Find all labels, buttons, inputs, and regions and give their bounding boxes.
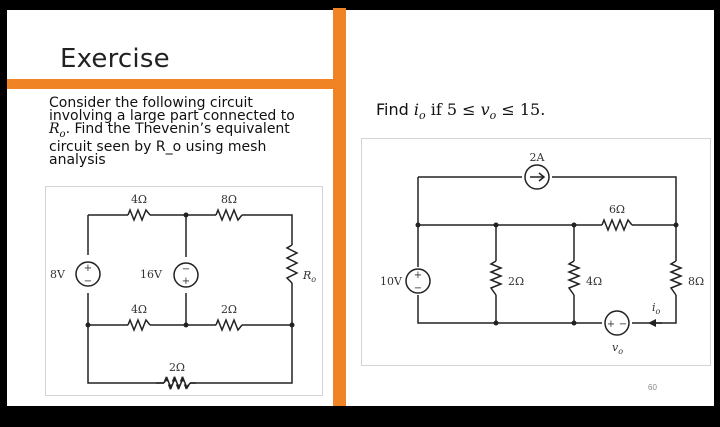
slide-divider-bar: [333, 8, 346, 406]
label-10v: 10V: [380, 275, 403, 288]
node-dot: [289, 322, 295, 328]
label-r-mid-right: 2Ω: [221, 303, 237, 316]
node-dot: [571, 222, 577, 228]
exercise-line-2: involving a large part connected to: [49, 108, 295, 124]
label-r-bottom: 2Ω: [169, 361, 185, 374]
r-symbol: R: [49, 121, 60, 137]
io-subscript: o: [419, 109, 426, 123]
node-dot: [415, 222, 421, 228]
vo-symbol: v: [480, 100, 490, 119]
label-2a: 2A: [530, 151, 546, 164]
exercise-line-4: circuit seen by R_o using mesh: [49, 138, 267, 155]
node-dot: [183, 212, 189, 218]
label-r-a: 2Ω: [508, 275, 524, 288]
task-suffix: ≤ 15.: [496, 100, 546, 119]
source-plus-sign: +: [607, 319, 615, 330]
left-circuit-diagram: + − − + 8V 16V 4Ω 8Ω 4Ω 2Ω 2Ω Ro: [50, 193, 316, 391]
title-divider-bar: [7, 79, 335, 89]
exercise-line-5: analysis: [49, 151, 106, 168]
task-prefix: Find: [376, 100, 414, 119]
label-r-b: 4Ω: [586, 275, 602, 288]
node-dot: [571, 320, 577, 326]
right-slide: Find io if 5 ≤ vo ≤ 15.: [346, 10, 714, 406]
label-r-top-right: 8Ω: [221, 193, 237, 206]
source-plus-sign: +: [84, 263, 92, 274]
page-number: 60: [648, 383, 657, 392]
node-dot: [673, 222, 679, 228]
current-arrow-icon: [648, 319, 656, 327]
exercise-line-3: Ro. Find the Thevenin’s equivalent: [49, 121, 319, 141]
node-dot: [85, 322, 91, 328]
source-plus-sign: +: [414, 270, 422, 281]
node-dot: [493, 222, 499, 228]
left-slide: Exercise Consider the following circuit …: [7, 10, 335, 406]
vo-subscript: o: [489, 109, 497, 123]
label-r-c: 8Ω: [688, 275, 704, 288]
label-8v: 8V: [50, 268, 66, 281]
task-mid: if 5 ≤: [425, 100, 481, 119]
exercise-text: Consider the following circuit involving…: [49, 95, 319, 168]
slide-title: Exercise: [60, 44, 170, 74]
node-dot: [183, 322, 189, 328]
left-circuit-figure: + − − + 8V 16V 4Ω 8Ω 4Ω 2Ω 2Ω Ro: [45, 186, 323, 396]
io-symbol: i: [413, 100, 419, 119]
source-minus-sign: −: [414, 283, 422, 294]
exercise-line-1: Consider the following circuit: [49, 95, 253, 111]
exercise-line-3-rest: . Find the Thevenin’s equivalent: [65, 121, 290, 137]
r-subscript: o: [59, 128, 66, 140]
right-circuit-diagram: + − + − 2A 10V 6Ω 2Ω 4Ω 8Ω io vo: [380, 151, 704, 356]
source-plus-sign: +: [182, 276, 190, 287]
label-r-load: Ro: [302, 269, 316, 284]
label-r-top: 6Ω: [609, 203, 625, 216]
node-dot: [493, 320, 499, 326]
label-r-mid-left: 4Ω: [131, 303, 147, 316]
label-vo: vo: [612, 341, 623, 356]
source-minus-sign: −: [619, 319, 627, 330]
task-statement: Find io if 5 ≤ vo ≤ 15.: [376, 100, 545, 122]
source-minus-sign: −: [84, 276, 92, 287]
label-r-top-left: 4Ω: [131, 193, 147, 206]
right-circuit-figure: + − + − 2A 10V 6Ω 2Ω 4Ω 8Ω io vo: [361, 138, 711, 366]
label-16v: 16V: [140, 268, 163, 281]
source-minus-sign: −: [182, 264, 190, 275]
label-io: io: [652, 301, 661, 316]
